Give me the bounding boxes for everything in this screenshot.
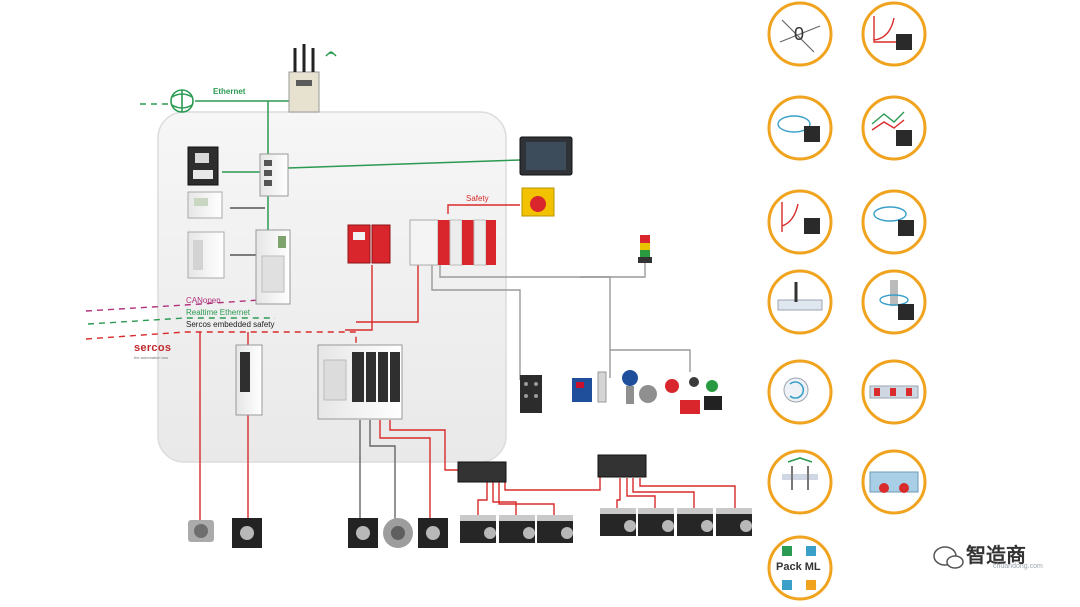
safety-label: Safety: [466, 194, 489, 203]
cam-profile-icon: [767, 95, 833, 161]
power-supply: [187, 231, 225, 279]
canopen-label: CANopen: [186, 296, 221, 305]
sercos-tagline: the automation bus: [134, 355, 169, 360]
remote-io-block: [520, 375, 542, 413]
power-meter: [187, 191, 223, 219]
safety-wiring: [230, 204, 691, 380]
svg-text:0: 0: [794, 24, 804, 44]
network-switch: [259, 153, 289, 197]
motion-controller: [255, 229, 291, 305]
photoelectric-sensor: [572, 378, 592, 402]
ethernet-label: Ethernet: [213, 87, 246, 96]
single-axis-drive: [235, 344, 263, 416]
multi-axis-sum-icon: [861, 95, 927, 161]
drive-cables: [359, 420, 736, 520]
homing-icon: 0: [767, 1, 833, 67]
sercos-embedded-safety-label: Sercos embedded safety: [186, 320, 275, 329]
pushbuttons: [665, 377, 722, 414]
signal-tower: [638, 235, 652, 263]
distribution-box: [457, 454, 647, 483]
realtime-ethernet-label: Realtime Ethernet: [186, 308, 251, 317]
cutting-icon: [767, 269, 833, 335]
wechat-icon: [933, 546, 964, 569]
motion-function-icons: 0: [767, 1, 927, 601]
multi-axis-drive: [317, 344, 403, 420]
servo-motors: [188, 518, 448, 548]
velocity-control-icon: [861, 189, 927, 255]
film-feed-icon: [861, 449, 927, 515]
hmi-touch-panel: [519, 136, 573, 176]
pick-place-icon: [767, 449, 833, 515]
emergency-stop-button: [521, 187, 555, 217]
profile-motion-icon: [861, 1, 927, 67]
brand-name: 智造商: [966, 545, 1026, 567]
wifi-router: [288, 44, 337, 113]
integrated-servo-drives: [460, 508, 752, 543]
conveyor-icon: [861, 359, 927, 425]
magnet-lift-icon: [861, 269, 927, 335]
watermark: chuandong.com: [993, 563, 1043, 570]
torque-limit-icon: [767, 189, 833, 255]
packml-label: Pack ML: [776, 561, 821, 573]
sercos-logo: sercos: [134, 342, 172, 354]
circuit-breaker: [187, 146, 219, 186]
safety-module: [347, 224, 391, 264]
safety-io-island: [409, 219, 496, 266]
globe-icon: [170, 89, 194, 113]
packml-icon: [767, 535, 833, 601]
winding-icon: [767, 359, 833, 425]
proximity-sensors: [597, 370, 657, 404]
